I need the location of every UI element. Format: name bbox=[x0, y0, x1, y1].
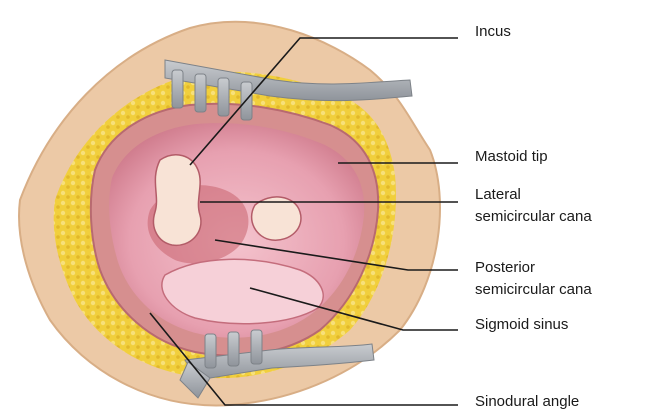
label-posterior-line1: Posterior bbox=[475, 259, 535, 277]
label-sinodural-angle: Sinodural angle bbox=[475, 393, 579, 411]
label-lateral-line2: semicircular cana bbox=[475, 208, 592, 226]
label-sigmoid-sinus: Sigmoid sinus bbox=[475, 316, 568, 334]
lateral-canal bbox=[252, 197, 301, 240]
label-lateral-line1: Lateral bbox=[475, 186, 521, 204]
label-mastoid-tip: Mastoid tip bbox=[475, 148, 548, 166]
label-posterior-line2: semicircular cana bbox=[475, 281, 592, 299]
posterior-ridge bbox=[162, 259, 323, 323]
label-incus: Incus bbox=[475, 23, 511, 41]
incus-structure bbox=[154, 155, 201, 246]
